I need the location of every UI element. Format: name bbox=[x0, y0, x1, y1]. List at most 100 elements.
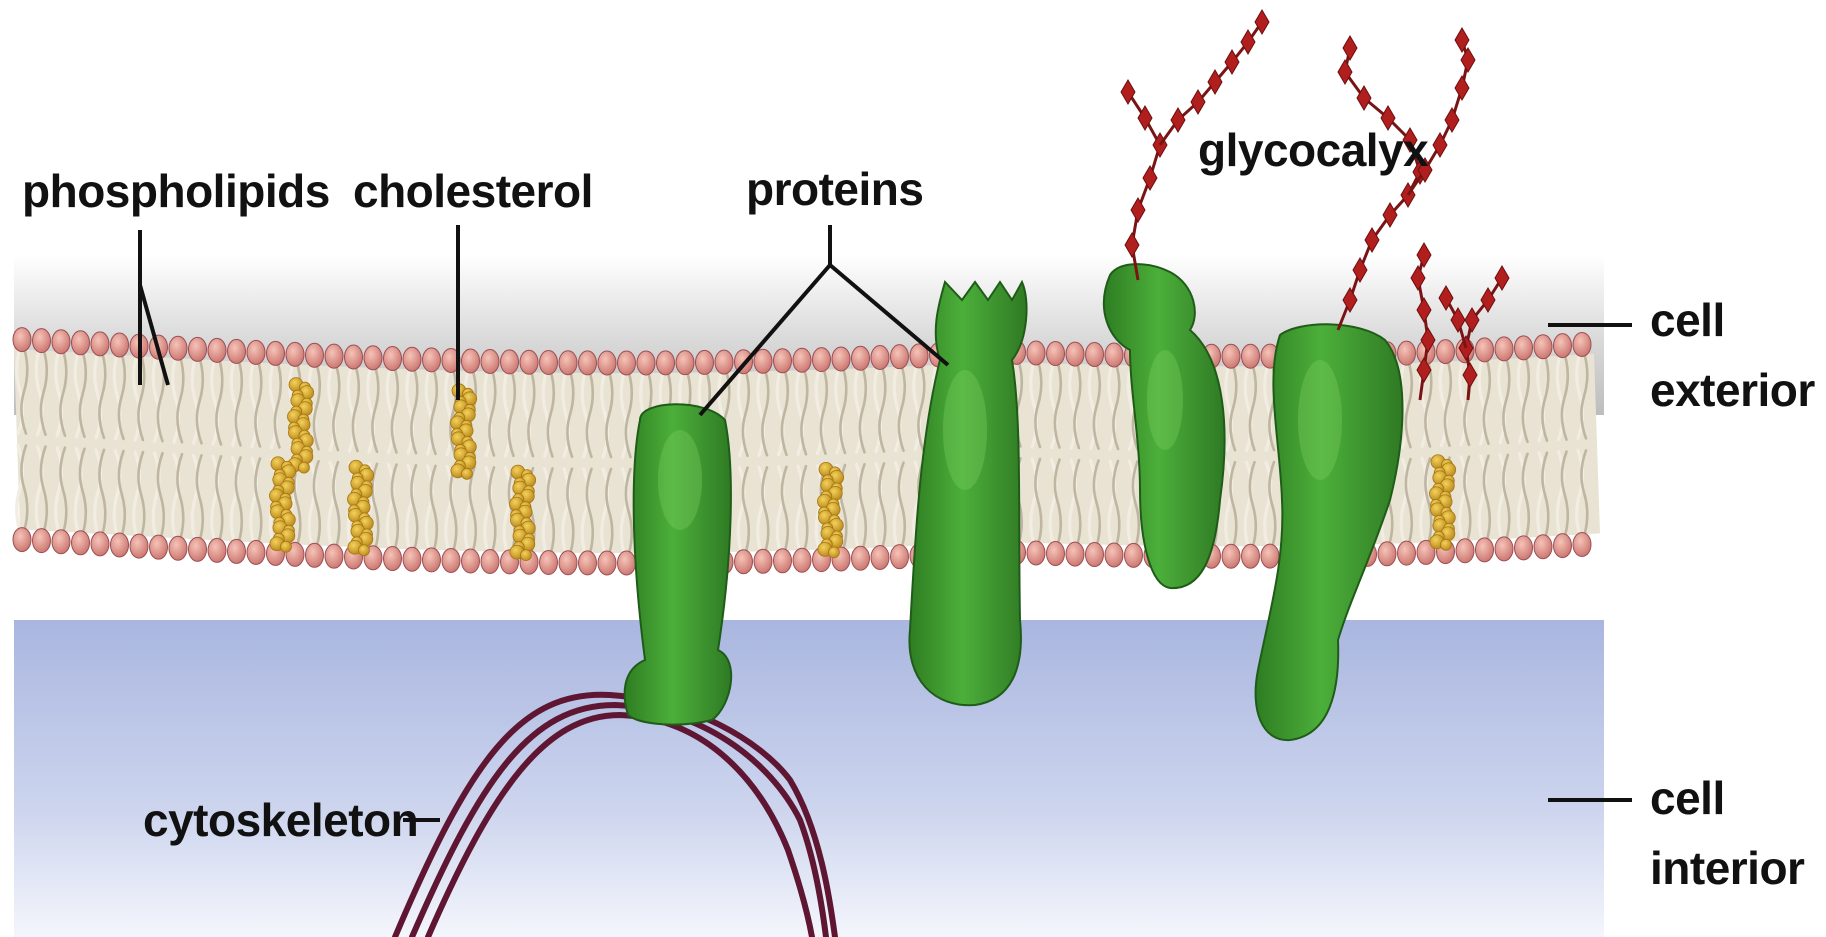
label-cell-interior: cell interior bbox=[1650, 763, 1804, 903]
phospholipid-head bbox=[111, 533, 129, 557]
phospholipid-head bbox=[72, 531, 90, 555]
phospholipid-head bbox=[1495, 337, 1513, 361]
phospholipid-head bbox=[1573, 332, 1591, 356]
phospholipid-head bbox=[579, 351, 597, 375]
label-glycocalyx: glycocalyx bbox=[1198, 127, 1428, 173]
phospholipid-head bbox=[676, 351, 694, 375]
phospholipid-head bbox=[598, 551, 616, 575]
phospholipid-head bbox=[384, 547, 402, 571]
label-cytoskeleton: cytoskeleton bbox=[143, 797, 418, 843]
phospholipid-head bbox=[1222, 544, 1240, 568]
phospholipid-head bbox=[774, 349, 792, 373]
phospholipid-head bbox=[481, 349, 499, 373]
phospholipid-head bbox=[774, 549, 792, 573]
phospholipid-head bbox=[754, 549, 772, 573]
phospholipid-head bbox=[150, 535, 168, 559]
phospholipid-head bbox=[793, 548, 811, 572]
cholesterol-bead bbox=[1440, 539, 1451, 550]
phospholipid-head bbox=[1027, 341, 1045, 365]
phospholipid-head bbox=[364, 346, 382, 370]
sugar-unit bbox=[1191, 90, 1205, 114]
phospholipid-head bbox=[189, 337, 207, 361]
phospholipid-head bbox=[540, 551, 558, 575]
phospholipid-head bbox=[306, 343, 324, 367]
phospholipid-head bbox=[111, 333, 129, 357]
label-phospholipids: phospholipids bbox=[22, 168, 330, 214]
phospholipid-head bbox=[384, 347, 402, 371]
phospholipid-head bbox=[325, 544, 343, 568]
label-cell-exterior: cell exterior bbox=[1650, 285, 1815, 425]
phospholipid-head bbox=[247, 340, 265, 364]
label-cell-interior-line1: cell bbox=[1650, 763, 1804, 833]
phospholipid-head bbox=[72, 331, 90, 355]
phospholipid-head bbox=[832, 347, 850, 371]
protein-highlight bbox=[658, 430, 702, 530]
phospholipid-head bbox=[1086, 343, 1104, 367]
phospholipid-head bbox=[403, 347, 421, 371]
phospholipid-head bbox=[1105, 343, 1123, 367]
cholesterol-bead bbox=[461, 468, 472, 479]
phospholipid-head bbox=[208, 338, 226, 362]
sugar-unit bbox=[1143, 166, 1157, 190]
phospholipid-head bbox=[1222, 344, 1240, 368]
phospholipid-head bbox=[1398, 541, 1416, 565]
phospholipid-head bbox=[1378, 542, 1396, 566]
phospholipid-head bbox=[540, 351, 558, 375]
phospholipid-head bbox=[1437, 340, 1455, 364]
phospholipid-head bbox=[1554, 334, 1572, 358]
phospholipid-head bbox=[598, 351, 616, 375]
phospholipid-head bbox=[403, 547, 421, 571]
sugar-unit bbox=[1131, 198, 1145, 222]
phospholipid-head bbox=[715, 350, 733, 374]
phospholipid-head bbox=[1086, 543, 1104, 567]
phospholipid-head bbox=[520, 350, 538, 374]
phospholipid-head bbox=[462, 349, 480, 373]
phospholipid-head bbox=[1261, 544, 1279, 568]
phospholipid-head bbox=[325, 344, 343, 368]
phospholipid-head bbox=[1242, 344, 1260, 368]
phospholipid-head bbox=[852, 546, 870, 570]
cholesterol-bead bbox=[280, 541, 291, 552]
phospholipid-head bbox=[423, 348, 441, 372]
sugar-unit bbox=[1208, 70, 1222, 94]
cell-interior-fluid bbox=[14, 620, 1604, 937]
phospholipid-head bbox=[189, 537, 207, 561]
sugar-unit bbox=[1455, 76, 1469, 100]
phospholipid-head bbox=[559, 351, 577, 375]
phospholipid-head bbox=[891, 345, 909, 369]
phospholipid-head bbox=[559, 551, 577, 575]
phospholipid-head bbox=[91, 332, 109, 356]
cholesterol-bead bbox=[828, 547, 839, 558]
phospholipid-head bbox=[33, 529, 51, 553]
phospholipid-head bbox=[871, 545, 889, 569]
phospholipid-head bbox=[754, 349, 772, 373]
cholesterol-bead bbox=[298, 462, 309, 473]
protein-highlight bbox=[1147, 350, 1183, 450]
phospholipid-head bbox=[286, 342, 304, 366]
phospholipid-head bbox=[1125, 543, 1143, 567]
phospholipid-head bbox=[1476, 538, 1494, 562]
phospholipid-head bbox=[1495, 537, 1513, 561]
phospholipid-head bbox=[1573, 532, 1591, 556]
phospholipid-head bbox=[1534, 335, 1552, 359]
phospholipid-head bbox=[793, 348, 811, 372]
phospholipid-head bbox=[735, 550, 753, 574]
sugar-unit bbox=[1343, 36, 1357, 60]
phospholipid-head bbox=[1047, 542, 1065, 566]
phospholipid-head bbox=[267, 341, 285, 365]
phospholipid-head bbox=[423, 548, 441, 572]
label-cell-interior-line2: interior bbox=[1650, 833, 1804, 903]
protein-highlight bbox=[1298, 360, 1342, 480]
phospholipid-head bbox=[52, 530, 70, 554]
phospholipid-head bbox=[501, 350, 519, 374]
phospholipid-head bbox=[442, 548, 460, 572]
phospholipid-head bbox=[33, 329, 51, 353]
phospholipid-head bbox=[228, 339, 246, 363]
phospholipid-head bbox=[481, 549, 499, 573]
phospholipid-head bbox=[637, 351, 655, 375]
phospholipid-head bbox=[813, 348, 831, 372]
label-cell-exterior-line1: cell bbox=[1650, 285, 1815, 355]
phospholipid-head bbox=[1027, 541, 1045, 565]
phospholipid-head bbox=[130, 534, 148, 558]
phospholipid-head bbox=[1066, 342, 1084, 366]
